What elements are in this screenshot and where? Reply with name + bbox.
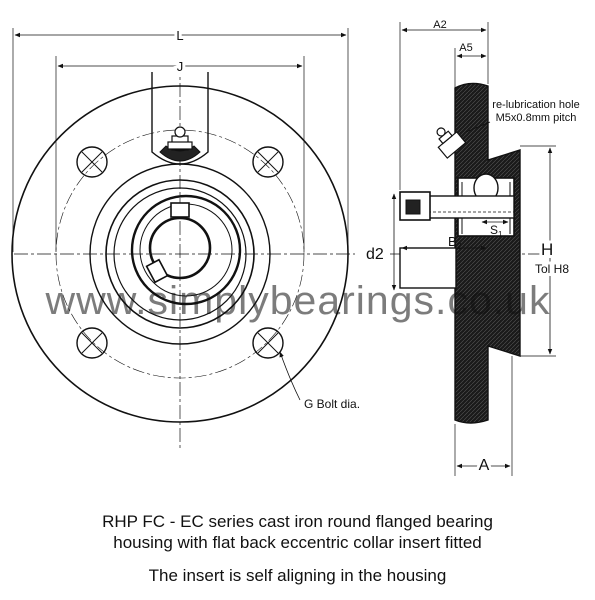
bearing-housing-drawing: L J G Bolt dia.	[11, 19, 580, 477]
flange-section	[454, 82, 521, 424]
caption-line-1: RHP FC - EC series cast iron round flang…	[102, 512, 493, 531]
dim-a2-label: A2	[433, 19, 446, 31]
relub-label-line2: M5x0.8mm pitch	[496, 112, 577, 124]
collar-section	[399, 191, 431, 221]
bolt-hole	[252, 327, 284, 359]
collar-slot-bottom	[145, 258, 169, 284]
bore	[148, 216, 212, 280]
caption-line-3: The insert is self aligning in the housi…	[148, 566, 447, 585]
dim-b2-subscript: 2	[457, 241, 462, 251]
dim-d2-label: d2	[366, 246, 384, 263]
relub-nipple	[436, 127, 467, 159]
dim-s1-label: S1	[490, 223, 503, 239]
bolt-hole	[252, 146, 284, 178]
dim-a-label: A	[479, 457, 490, 474]
tol-label: Tol H8	[535, 262, 569, 276]
collar-lower	[399, 247, 457, 289]
bolt-label: G Bolt dia.	[304, 397, 360, 411]
collar-slot-top	[170, 202, 190, 218]
eccentric-collar	[130, 194, 242, 306]
relub-leader	[465, 121, 491, 133]
dim-a5-label: A5	[459, 42, 472, 54]
dim-h-label: H	[541, 240, 553, 259]
bolt-hole	[76, 146, 108, 178]
dim-l-label: L	[176, 28, 183, 43]
relub-label-line1: re-lubrication hole	[492, 99, 579, 111]
grease-nipple-nut	[167, 141, 193, 150]
bolt-hole	[76, 327, 108, 359]
front-view	[11, 28, 355, 450]
insert-inner-ring	[113, 187, 247, 321]
grease-nipple-tip	[174, 126, 186, 138]
grease-channel	[151, 72, 209, 165]
insert-outer-ring	[105, 179, 255, 329]
side-view	[390, 22, 556, 476]
dim-j-label: J	[177, 59, 184, 74]
caption-line-2: housing with flat back eccentric collar …	[113, 533, 482, 552]
watermark: www.simplybearings.co.uk	[44, 279, 550, 323]
bolt-leader	[279, 351, 301, 401]
dim-b2-label: B2	[448, 234, 462, 251]
flange-outline	[11, 85, 349, 423]
collar-screw	[405, 199, 421, 215]
dim-s1-subscript: 1	[498, 230, 503, 239]
